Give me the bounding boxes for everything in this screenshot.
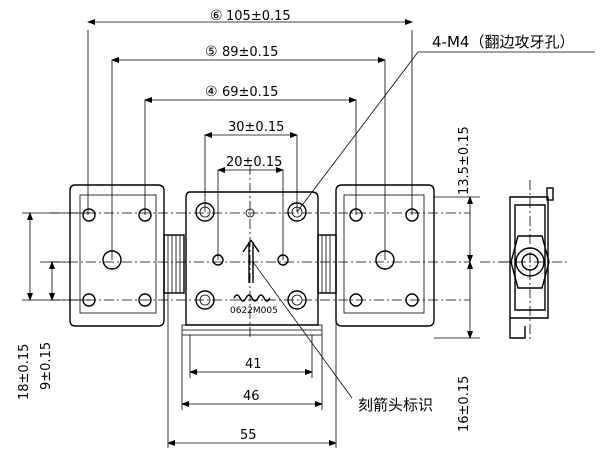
dim-20-value: 20±0.15 (226, 155, 282, 170)
dimension-9: 9±0.15 (39, 261, 70, 390)
dim-89-value: 89±0.15 (222, 45, 278, 60)
dim-69-value: 69±0.15 (222, 85, 278, 100)
dim-9-value: 9±0.15 (39, 342, 54, 390)
left-hinge-leaf (69, 184, 185, 327)
dim-55-value: 55 (240, 428, 257, 443)
dim-30-value: 30±0.15 (228, 120, 284, 135)
dimension-105: ⑥ 105±0.15 (87, 8, 413, 215)
dim-46-value: 46 (243, 389, 260, 404)
dimension-18: 18±0.15 (17, 212, 90, 400)
dim-16-value: 16±0.15 (457, 376, 472, 432)
right-hinge-leaf (335, 184, 435, 327)
dimension-69: ④ 69±0.15 (144, 84, 357, 215)
arrow-mark-callout: 刻箭头标识 (252, 261, 433, 414)
thread-holes-callout: 4-M4（翻边攻牙孔） (296, 33, 595, 213)
dim-13-5-value: 13.5±0.15 (457, 126, 472, 195)
dimension-16: 16±0.15 (434, 261, 480, 432)
dimension-13-5: 13.5±0.15 (434, 126, 480, 263)
dim-41-value: 41 (245, 357, 262, 372)
dimension-30: 30±0.15 (204, 120, 298, 212)
dimension-55: 55 (167, 293, 337, 448)
dimension-20: 20±0.15 (217, 155, 284, 260)
side-view (500, 187, 554, 339)
dim-105-circle: ⑥ (210, 8, 223, 24)
dimension-41: 41 (189, 335, 313, 378)
arrow-mark-note: 刻箭头标识 (358, 396, 433, 414)
part-code: 0622M005 (230, 306, 278, 316)
dim-18-value: 18±0.15 (17, 344, 32, 400)
thread-holes-note: 4-M4（翻边攻牙孔） (432, 33, 574, 51)
dim-89-circle: ⑤ (205, 44, 218, 60)
dim-69-circle: ④ (205, 84, 218, 100)
center-lines (50, 165, 570, 340)
dimension-89: ⑤ 89±0.15 (111, 44, 386, 260)
dimension-46: 46 (181, 335, 323, 410)
dim-105-value: 105±0.15 (226, 9, 291, 24)
